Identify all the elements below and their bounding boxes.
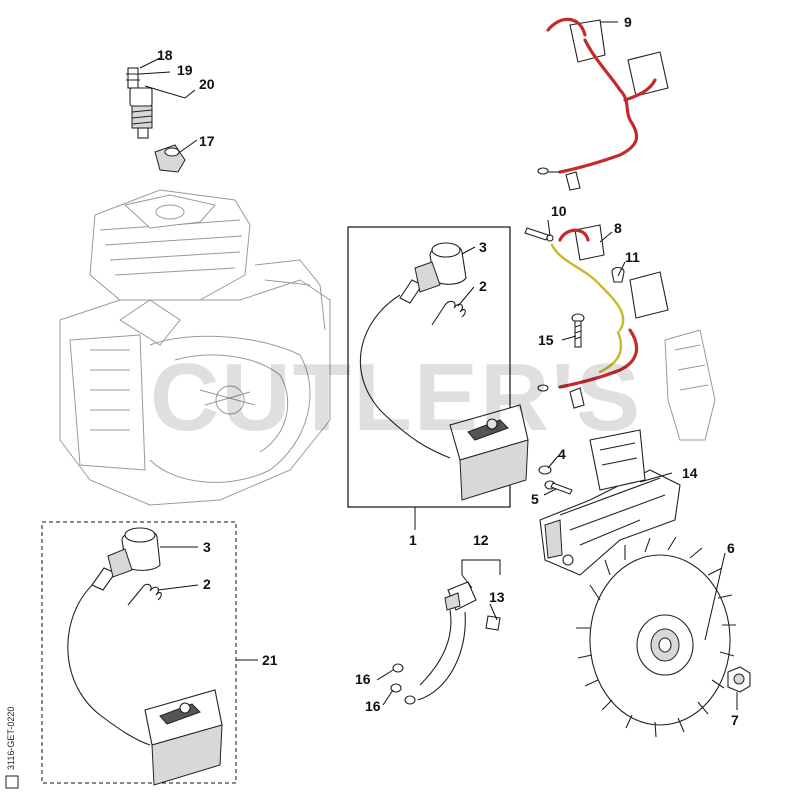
diagram-code-box <box>5 775 19 789</box>
ground-wire-illustration <box>390 581 501 705</box>
kit-spring-clip-illustration <box>127 583 162 606</box>
screw-15-illustration <box>571 313 585 348</box>
callout-4: 4 <box>558 446 566 462</box>
callout-6: 6 <box>727 540 735 556</box>
callout-17: 17 <box>199 133 215 149</box>
wiring-harness-red-illustration <box>537 17 669 191</box>
engine-crankcase-illustration <box>59 189 331 506</box>
ignition-module-illustration <box>359 242 529 501</box>
spark-plug-boot-illustration <box>154 144 186 173</box>
callout-2-kit: 2 <box>203 576 211 592</box>
callout-20: 20 <box>199 76 215 92</box>
ignition-module-group-frame <box>347 226 511 508</box>
callout-5: 5 <box>531 491 539 507</box>
watermark-text: CUTLER'S <box>150 344 642 451</box>
callout-16-upper: 16 <box>355 671 371 687</box>
callout-10: 10 <box>551 203 567 219</box>
callout-3-top: 3 <box>479 239 487 255</box>
callout-21: 21 <box>262 652 278 668</box>
nut-7-illustration <box>727 666 751 693</box>
flywheel-illustration <box>576 536 736 738</box>
callout-19: 19 <box>177 62 193 78</box>
housing-part-illustration <box>539 329 716 576</box>
callout-labels: 18 19 20 17 3 2 1 3 2 21 9 10 8 11 15 4 … <box>157 14 739 728</box>
spark-plug-illustration <box>126 67 153 139</box>
screw-5-illustration <box>544 480 573 495</box>
callout-12: 12 <box>473 532 489 548</box>
callout-15: 15 <box>538 332 554 348</box>
leader-lines <box>139 21 738 710</box>
ignition-kit-group-frame <box>41 521 237 784</box>
callout-11: 11 <box>625 249 640 265</box>
callout-1: 1 <box>409 532 417 548</box>
callout-7: 7 <box>731 712 739 728</box>
spring-clip-illustration <box>431 300 466 326</box>
ignition-kit-module-illustration <box>67 527 223 786</box>
callout-9: 9 <box>624 14 632 30</box>
callout-16-lower: 16 <box>365 698 381 714</box>
callout-13: 13 <box>489 589 505 605</box>
callout-14: 14 <box>682 465 698 481</box>
callout-18: 18 <box>157 47 173 63</box>
callout-8: 8 <box>614 220 622 236</box>
callout-2-top: 2 <box>479 278 487 294</box>
diagram-code: 3116-GET-0220 <box>6 707 16 770</box>
wiring-harness-yellow-illustration <box>524 224 669 409</box>
callout-3-kit: 3 <box>203 539 211 555</box>
